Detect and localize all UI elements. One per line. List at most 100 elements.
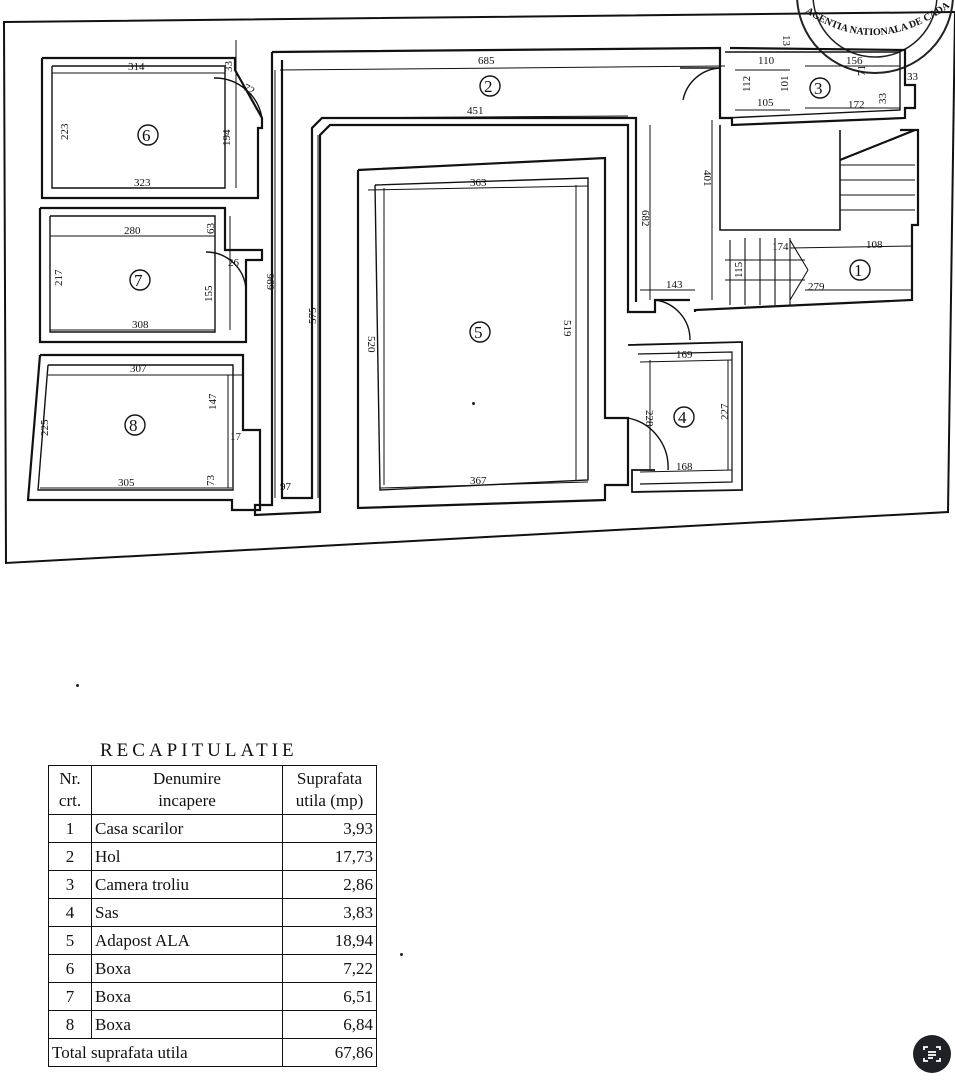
dim-17: 17 [230,431,242,443]
dim-451: 451 [467,105,484,117]
dim-155: 155 [203,285,215,302]
row-nr: 7 [48,982,92,1011]
row-nr: 4 [48,898,92,927]
row-area: 7,22 [282,954,377,983]
dim-223: 223 [59,123,71,140]
row-area: 2,86 [282,870,377,899]
dim-101: 101 [779,76,791,93]
dim-172: 172 [848,99,865,111]
wall-room-8 [26,353,262,512]
dim-308: 308 [132,319,149,331]
dim-71: 71 [856,65,868,76]
dim-169: 169 [676,349,693,361]
wall-room-6 [40,56,264,200]
dim-26: 26 [228,257,240,269]
total-row: Total suprafata utila 67,86 [48,1038,377,1067]
dim-33b: 33 [907,71,919,83]
dim-168: 168 [676,461,693,473]
dimension-labels: 314 33 72 685 110 13 156 33 71 112 101 1… [39,35,919,493]
dim-323: 323 [134,177,151,189]
row-area: 18,94 [282,926,377,955]
floor-plan: AGENTIA NATIONALA DE CADASTRU SI [0,0,955,565]
dim-105: 105 [757,97,774,109]
dim-174: 174 [772,241,789,253]
speck [400,953,403,956]
dim-115: 115 [733,261,745,278]
dim-225: 225 [39,419,51,436]
dim-97: 97 [280,481,292,493]
row-area: 3,93 [282,814,377,843]
text-scan-icon[interactable] [913,1035,951,1073]
recap-title: RECAPITULATIE [100,740,298,761]
dim-147: 147 [207,393,219,410]
walls [26,46,920,517]
dim-63: 63 [205,223,217,235]
dimension-lines [40,40,913,498]
dim-682: 682 [639,210,651,227]
dim-367: 367 [470,475,487,487]
dim-227: 227 [719,403,731,420]
row-name: Boxa [91,954,283,983]
dim-363: 363 [470,177,487,189]
row-area: 17,73 [282,842,377,871]
row-name: Hol [91,842,283,871]
dim-279: 279 [808,281,825,293]
row-nr: 1 [48,814,92,843]
dim-194: 194 [221,129,233,146]
room-number-7: 7 [134,271,143,290]
total-value: 67,86 [282,1038,377,1067]
dim-33c: 33 [877,93,889,105]
speck [472,402,475,405]
dim-72: 72 [241,82,257,98]
wall-room-5 [356,156,630,510]
header-nr: Nr.crt. [48,765,92,815]
room-number-1: 1 [854,261,863,280]
dim-280: 280 [124,225,141,237]
total-label: Total suprafata utila [48,1038,283,1067]
room-number-4: 4 [678,408,687,427]
room-number-3: 3 [814,79,823,98]
room-labels: 2 3 6 7 8 5 4 1 [124,75,871,436]
row-nr: 2 [48,842,92,871]
dim-217: 217 [53,269,65,286]
row-nr: 5 [48,926,92,955]
dim-13: 13 [780,35,792,47]
row-name: Sas [91,898,283,927]
dim-305: 305 [118,477,135,489]
plan-frame [2,10,955,565]
row-area: 6,51 [282,982,377,1011]
dim-520: 520 [365,336,377,353]
row-area: 6,84 [282,1010,377,1039]
dim-401: 401 [701,170,713,187]
wall-room-7 [38,206,264,344]
dim-33: 33 [223,61,235,73]
dim-685: 685 [478,55,495,67]
dim-112: 112 [741,76,753,92]
dim-314: 314 [128,61,145,73]
dim-228: 228 [643,410,655,427]
door-swings [205,67,721,471]
dim-696: 696 [265,273,277,290]
row-area: 3,83 [282,898,377,927]
speck [76,684,79,687]
row-nr: 3 [48,870,92,899]
row-name: Boxa [91,1010,283,1039]
dim-156: 156 [846,55,863,67]
dim-110: 110 [758,55,775,67]
row-nr: 6 [48,954,92,983]
room-number-8: 8 [129,416,138,435]
room-number-5: 5 [474,323,483,342]
dim-519: 519 [561,320,573,337]
dim-73: 73 [205,475,217,487]
row-nr: 8 [48,1010,92,1039]
